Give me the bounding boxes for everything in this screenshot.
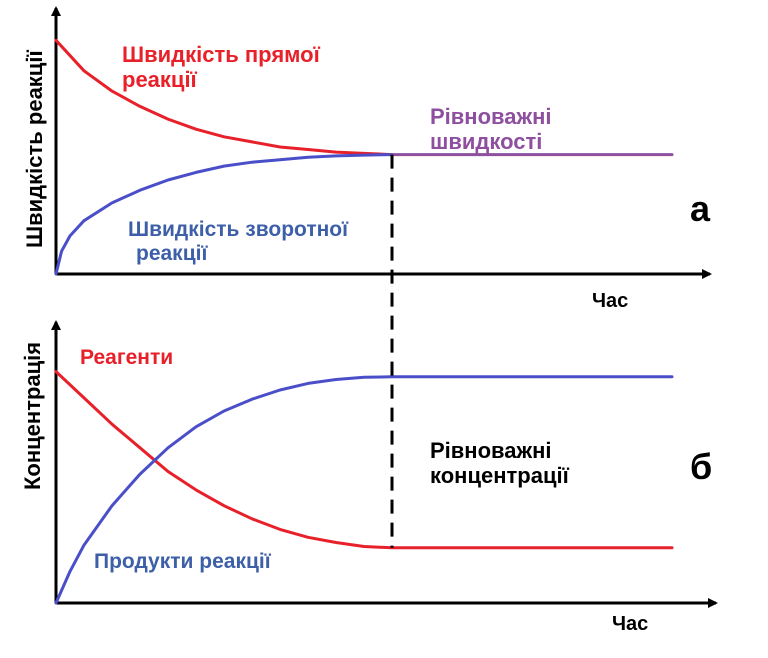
panel-label-b: б [690, 446, 713, 487]
reverse-rate-label: Швидкість зворотної реакції [128, 218, 348, 266]
panel-label-a: а [690, 188, 711, 229]
time-axis-label-bottom: Час [612, 613, 649, 635]
forward-rate-label-line2: реакції [122, 67, 197, 93]
equilibrium-rates-label-line1: Рівноважні [430, 104, 552, 129]
forward-rate-label: Швидкість прямої реакції [122, 42, 320, 93]
concentration-axis-label: Концентрація [20, 341, 45, 490]
equilibrium-concentrations-label-line2: концентрації [430, 463, 569, 489]
reagents-curve [54, 370, 674, 550]
reverse-rate-curve [54, 153, 394, 276]
time-axis-label-top: Час [592, 290, 629, 312]
equilibrium-concentrations-label: Рівноважні концентрації [430, 438, 569, 489]
forward-rate-label-line1: Швидкість прямої [122, 42, 320, 67]
rate-axis-label: Швидкість реакції [22, 50, 47, 248]
products-curve [54, 375, 674, 605]
equilibrium-rates-label: Рівноважні швидкості [430, 104, 552, 155]
products-label: Продукти реакції [94, 550, 271, 573]
equilibrium-concentrations-label-line1: Рівноважні [430, 438, 552, 463]
forward-rate-curve [54, 38, 394, 157]
reverse-rate-label-line1: Швидкість зворотної [128, 218, 349, 241]
equilibrium-rates-label-line2: швидкості [430, 129, 543, 155]
reverse-rate-label-line2: реакції [136, 242, 208, 266]
reagents-label: Реагенти [80, 346, 174, 369]
